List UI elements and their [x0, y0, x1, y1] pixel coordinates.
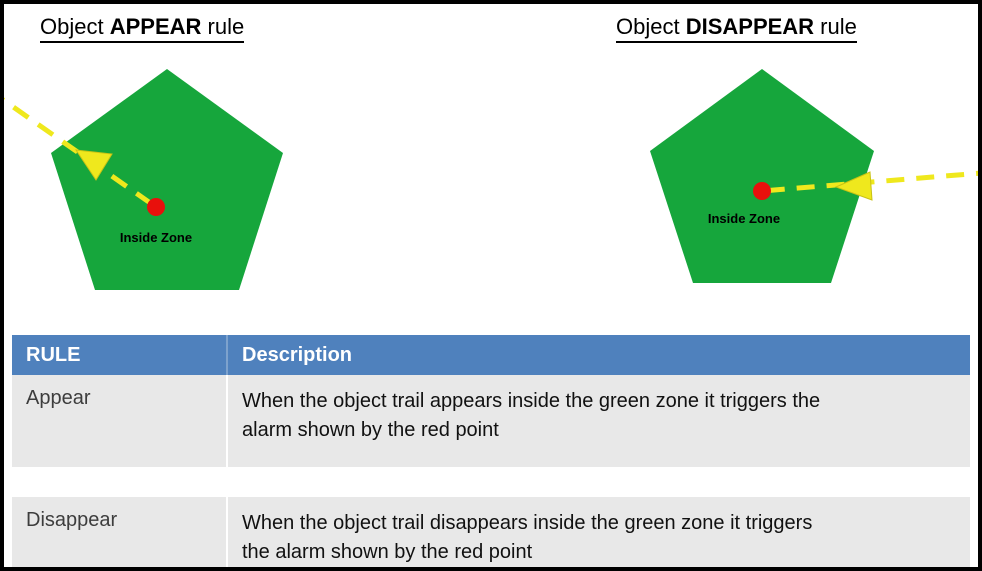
trail-arrowhead-icon: [74, 149, 113, 181]
rule-name-cell: Disappear: [26, 509, 118, 531]
disappear-diagram: Inside Zone: [650, 69, 978, 283]
green-zone-pentagon: [650, 69, 874, 283]
title-suffix: rule: [201, 14, 245, 39]
zone-diagrams: Inside Zone Inside Zone: [4, 69, 978, 290]
disappear-rule-title: Object DISAPPEAR rule: [616, 14, 857, 43]
header-cell-rule: RULE: [26, 343, 81, 366]
title-prefix: Object: [40, 14, 110, 39]
title-suffix: rule: [814, 14, 857, 39]
header-cell-description: Description: [226, 335, 970, 375]
object-trail-dashed-line: [4, 97, 158, 210]
inside-zone-label: Inside Zone: [708, 211, 780, 226]
table-row-disappear: Disappear When the object trail disappea…: [12, 497, 970, 567]
rule-description-cell: When the object trail appears inside the…: [226, 375, 970, 467]
title-emphasis: APPEAR: [109, 14, 202, 39]
table-row-appear: Appear When the object trail appears ins…: [12, 375, 970, 467]
table-header-row: RULE Description: [12, 335, 970, 375]
rule-description-text: When the object trail appears inside the…: [242, 390, 821, 441]
appear-diagram: Inside Zone: [4, 69, 283, 290]
title-emphasis: DISAPPEAR: [685, 14, 815, 39]
rules-table: RULE Description Appear When the object …: [12, 335, 970, 567]
title-prefix: Object: [616, 14, 686, 39]
rule-description-text: When the object trail disappears inside …: [242, 512, 813, 563]
alarm-point: [147, 198, 165, 216]
trail-arrowhead-icon: [834, 171, 873, 201]
rule-description-cell: When the object trail disappears inside …: [226, 497, 970, 567]
table-row-separator: [12, 467, 970, 497]
object-trail-dashed-line: [761, 170, 978, 194]
inside-zone-label: Inside Zone: [120, 230, 192, 245]
alarm-point: [753, 182, 771, 200]
rule-name-cell: Appear: [26, 387, 91, 409]
appear-rule-title: Object APPEAR rule: [40, 14, 245, 43]
green-zone-pentagon: [51, 69, 283, 290]
